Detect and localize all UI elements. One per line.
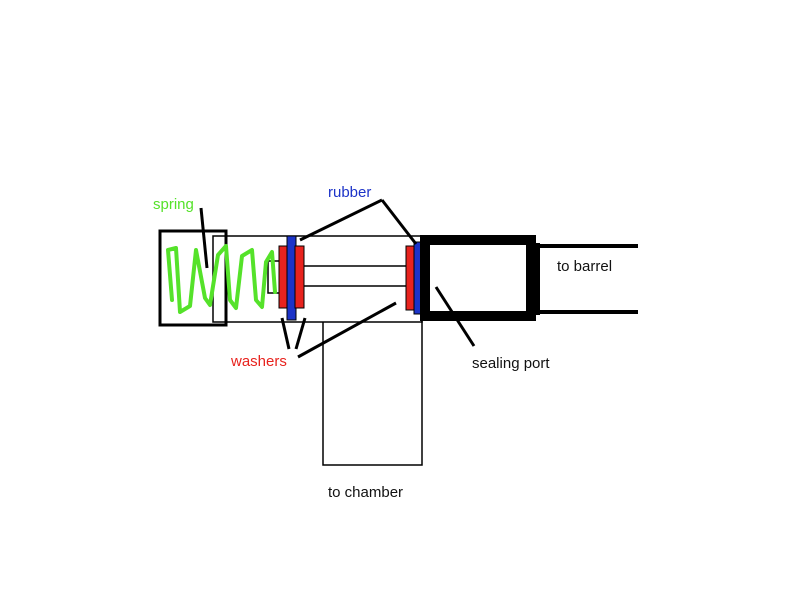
spring-housing (158, 229, 228, 327)
sealing-port-leader (434, 286, 476, 347)
rubber-leader-left (299, 198, 383, 242)
chamber-line (322, 316, 423, 466)
to-chamber-label: to chamber (328, 484, 404, 501)
rubber-right (413, 241, 422, 315)
rubber-label: rubber (328, 184, 372, 201)
rubber-leader-right (380, 199, 418, 245)
spring-coil (166, 244, 277, 314)
piston-rod (299, 265, 411, 287)
washers-leader-a (280, 317, 291, 350)
washers-leader-b (294, 317, 307, 350)
washer-left-b (294, 245, 305, 309)
valve-body (420, 235, 536, 321)
sealing-port-label: sealing port (472, 355, 550, 372)
washers-leader-c (297, 301, 397, 359)
spring-label: spring (153, 196, 194, 213)
washers-label: washers (231, 353, 287, 370)
to-barrel-label: to barrel (557, 258, 613, 275)
barrel-flange (532, 243, 540, 315)
spring-leader (199, 207, 209, 269)
